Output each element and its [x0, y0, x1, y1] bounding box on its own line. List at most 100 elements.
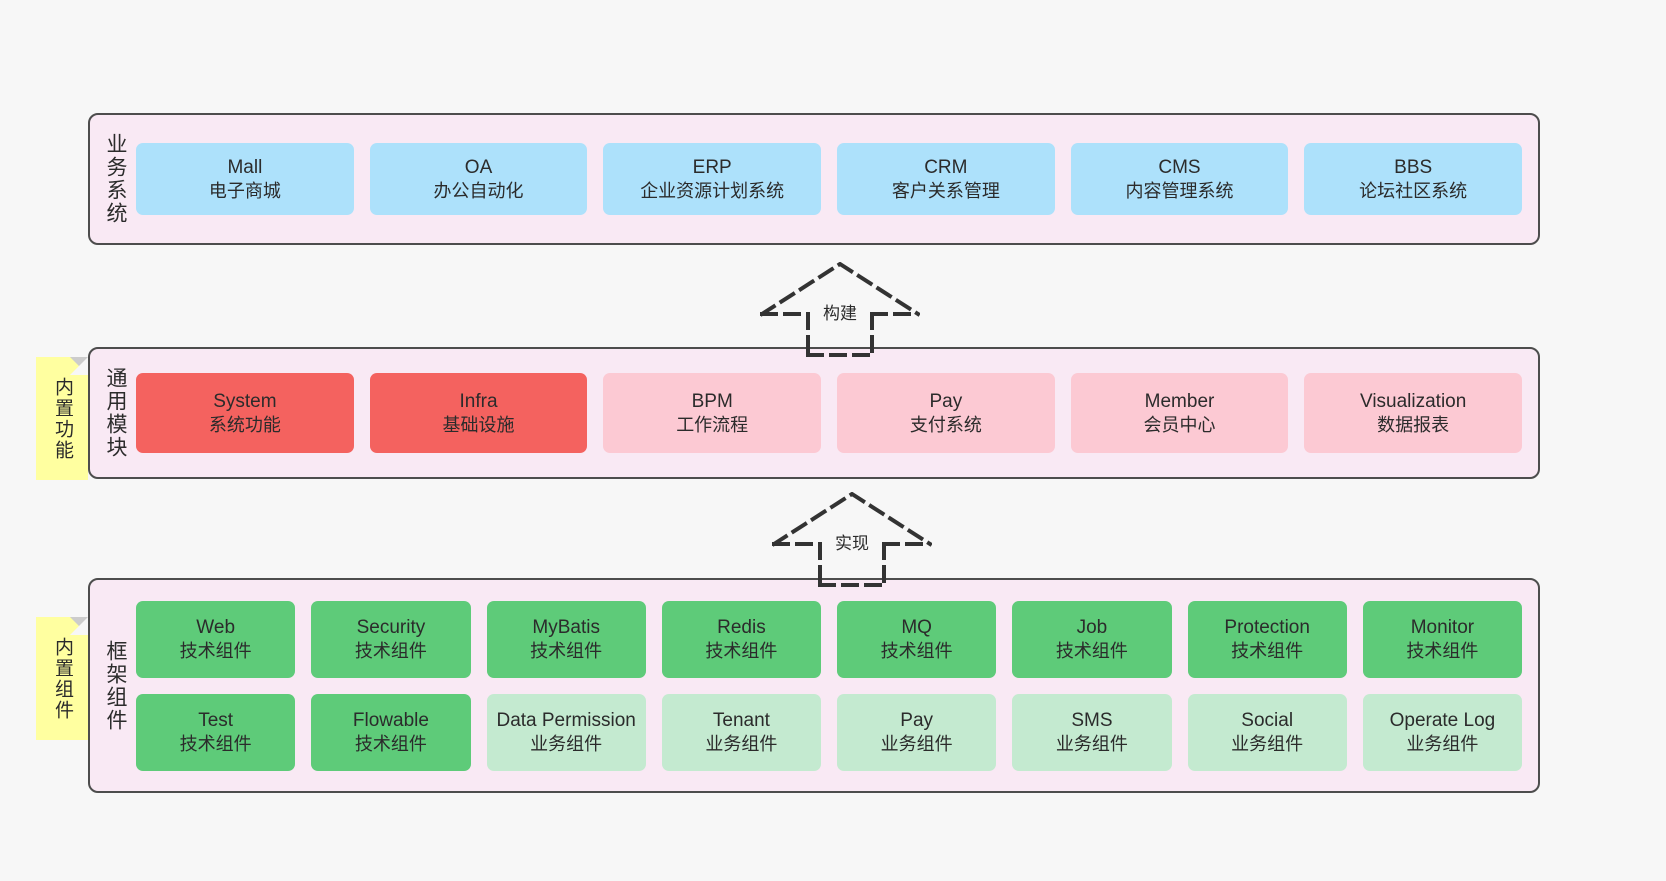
business-system-card-row: Mall 电子商城 OA 办公自动化 ERP 企业资源计划系统 CRM 客户关系…	[136, 143, 1522, 215]
card-protection-title: Protection	[1224, 616, 1310, 638]
card-system-title: System	[213, 390, 277, 412]
framework-business-component-row: Test 技术组件 Flowable 技术组件 Data Permission …	[136, 693, 1523, 771]
card-redis-subtitle: 技术组件	[705, 640, 778, 661]
card-sms-subtitle: 业务组件	[1055, 733, 1128, 754]
card-erp-subtitle: 企业资源计划系统	[640, 180, 785, 201]
card-test-subtitle: 技术组件	[179, 733, 252, 754]
sticky-note-builtin-components-text: 内置组件	[51, 636, 73, 721]
card-tenant-title: Tenant	[712, 709, 770, 731]
sticky-note-builtin-features: 内置功能	[36, 357, 88, 480]
card-social[interactable]: Social 业务组件	[1187, 693, 1347, 771]
card-web-subtitle: 技术组件	[179, 640, 252, 661]
card-pay-component-title: Pay	[900, 709, 934, 731]
card-sms[interactable]: SMS 业务组件	[1012, 693, 1172, 771]
business-system-card-grid: Mall 电子商城 OA 办公自动化 ERP 企业资源计划系统 CRM 客户关系…	[136, 115, 1538, 243]
card-pay-component[interactable]: Pay 业务组件	[837, 693, 997, 771]
card-visualization-subtitle: 数据报表	[1377, 414, 1450, 435]
connector-build-arrow: 构建	[760, 262, 920, 357]
card-bbs-title: BBS	[1394, 156, 1433, 178]
connector-build-arrow-icon	[760, 262, 920, 357]
card-mybatis-title: MyBatis	[532, 616, 600, 638]
card-crm[interactable]: CRM 客户关系管理	[837, 143, 1055, 215]
card-bpm-title: BPM	[691, 390, 733, 412]
card-member[interactable]: Member 会员中心	[1070, 373, 1289, 453]
card-security-title: Security	[356, 616, 426, 638]
card-bpm[interactable]: BPM 工作流程	[603, 373, 822, 453]
connector-implement-label: 实现	[835, 534, 869, 553]
card-operate-log-title: Operate Log	[1389, 709, 1496, 731]
card-erp-title: ERP	[692, 156, 732, 178]
sticky-note-builtin-features-text: 内置功能	[51, 376, 73, 461]
card-mybatis-subtitle: 技术组件	[530, 640, 603, 661]
connector-implement-arrow-icon	[772, 492, 932, 587]
card-flowable-title: Flowable	[352, 709, 429, 731]
card-sms-title: SMS	[1071, 709, 1113, 731]
card-job-title: Job	[1076, 616, 1108, 638]
card-mall-subtitle: 电子商城	[208, 180, 281, 201]
card-bbs[interactable]: BBS 论坛社区系统	[1304, 143, 1522, 215]
card-tenant-subtitle: 业务组件	[705, 733, 778, 754]
card-job[interactable]: Job 技术组件	[1012, 600, 1172, 678]
card-visualization-title: Visualization	[1359, 390, 1467, 412]
common-module-layer-label: 通用模块	[104, 367, 128, 459]
card-test-title: Test	[198, 709, 234, 731]
card-protection[interactable]: Protection 技术组件	[1187, 600, 1347, 678]
card-redis[interactable]: Redis 技术组件	[661, 600, 822, 678]
card-oa[interactable]: OA 办公自动化	[369, 143, 588, 215]
sticky-fold-cut-icon	[70, 357, 88, 375]
card-cms-subtitle: 内容管理系统	[1125, 180, 1234, 201]
card-job-subtitle: 技术组件	[1055, 640, 1128, 661]
card-oa-title: OA	[464, 156, 493, 178]
card-tenant[interactable]: Tenant 业务组件	[661, 693, 822, 771]
card-security[interactable]: Security 技术组件	[311, 600, 471, 678]
connector-build-label: 构建	[823, 304, 857, 323]
card-redis-title: Redis	[717, 616, 766, 638]
card-operate-log[interactable]: Operate Log 业务组件	[1362, 693, 1523, 771]
card-web-title: Web	[196, 616, 236, 638]
card-mall[interactable]: Mall 电子商城	[136, 143, 354, 215]
framework-component-layer: 框架组件 Web 技术组件 Security 技术组件 MyBatis 技术组件…	[88, 578, 1540, 793]
common-module-card-grid: System 系统功能 Infra 基础设施 BPM 工作流程 Pay 支付系统…	[136, 349, 1538, 477]
card-system[interactable]: System 系统功能	[136, 373, 354, 453]
card-member-title: Member	[1144, 390, 1215, 412]
framework-component-card-grid: Web 技术组件 Security 技术组件 MyBatis 技术组件 Redi…	[136, 580, 1538, 791]
card-data-permission-title: Data Permission	[496, 709, 636, 731]
card-social-title: Social	[1241, 709, 1294, 731]
card-data-permission[interactable]: Data Permission 业务组件	[486, 693, 646, 771]
card-mybatis[interactable]: MyBatis 技术组件	[486, 600, 646, 678]
card-social-subtitle: 业务组件	[1231, 733, 1304, 754]
card-operate-log-subtitle: 业务组件	[1406, 733, 1479, 754]
framework-tech-component-row: Web 技术组件 Security 技术组件 MyBatis 技术组件 Redi…	[136, 600, 1523, 678]
framework-component-layer-label: 框架组件	[104, 639, 128, 732]
card-monitor-title: Monitor	[1410, 616, 1475, 638]
card-pay-component-subtitle: 业务组件	[880, 733, 953, 754]
card-web[interactable]: Web 技术组件	[136, 600, 296, 678]
card-infra[interactable]: Infra 基础设施	[369, 373, 588, 453]
business-system-layer-label: 业务系统	[104, 133, 128, 225]
card-infra-subtitle: 基础设施	[442, 414, 515, 435]
card-infra-title: Infra	[459, 390, 498, 412]
sticky-fold-cut-icon	[70, 617, 88, 635]
card-pay-module-subtitle: 支付系统	[909, 414, 982, 435]
card-monitor-subtitle: 技术组件	[1406, 640, 1479, 661]
connector-implement-arrow: 实现	[772, 492, 932, 587]
card-cms[interactable]: CMS 内容管理系统	[1070, 143, 1289, 215]
card-test[interactable]: Test 技术组件	[136, 693, 296, 771]
card-mall-title: Mall	[227, 156, 263, 178]
card-flowable[interactable]: Flowable 技术组件	[311, 693, 471, 771]
card-oa-subtitle: 办公自动化	[433, 180, 524, 201]
card-erp[interactable]: ERP 企业资源计划系统	[603, 143, 822, 215]
card-visualization[interactable]: Visualization 数据报表	[1304, 373, 1522, 453]
business-system-layer: 业务系统 Mall 电子商城 OA 办公自动化 ERP 企业资源计划系统 CRM…	[88, 113, 1540, 245]
card-system-subtitle: 系统功能	[208, 414, 281, 435]
card-mq-title: MQ	[901, 616, 932, 638]
card-monitor[interactable]: Monitor 技术组件	[1362, 600, 1523, 678]
common-module-layer: 通用模块 System 系统功能 Infra 基础设施 BPM 工作流程 Pay…	[88, 347, 1540, 479]
card-pay-module[interactable]: Pay 支付系统	[837, 373, 1055, 453]
card-bpm-subtitle: 工作流程	[676, 414, 749, 435]
card-security-subtitle: 技术组件	[354, 640, 427, 661]
card-mq-subtitle: 技术组件	[880, 640, 953, 661]
card-flowable-subtitle: 技术组件	[354, 733, 427, 754]
card-mq[interactable]: MQ 技术组件	[837, 600, 997, 678]
card-data-permission-subtitle: 业务组件	[530, 733, 603, 754]
